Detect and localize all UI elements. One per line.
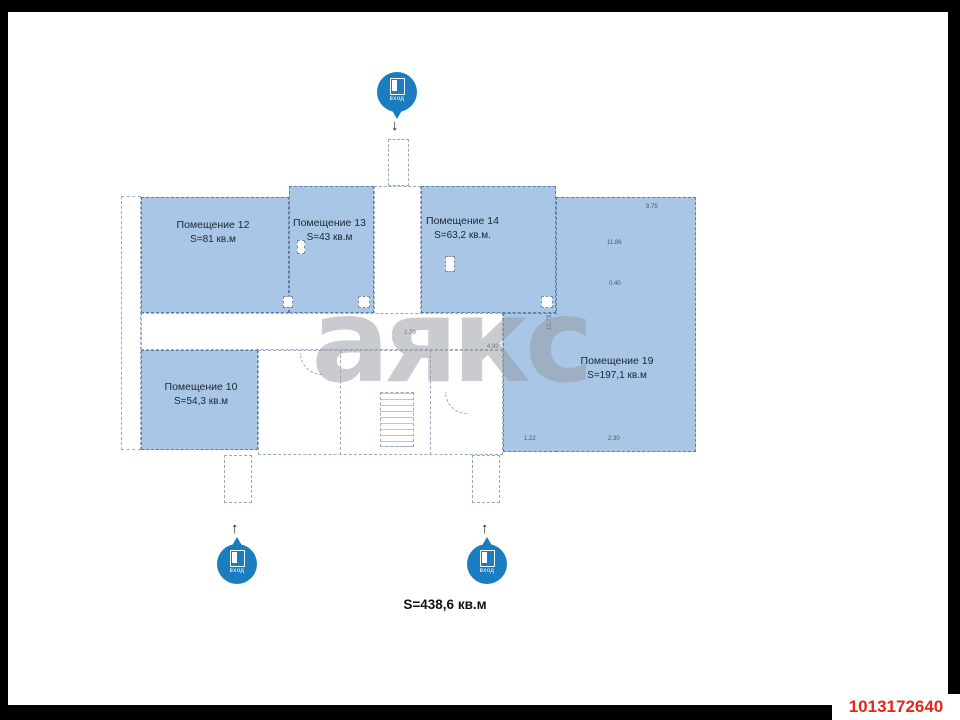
room-10-label: Помещение 10 S=54,3 кв.м (141, 380, 261, 410)
room-area: S=54,3 кв.м (173, 396, 229, 408)
entrance-pin-bottom-left: вход (217, 537, 257, 584)
room-name: Помещение 12 (176, 219, 250, 231)
door-leaf (231, 552, 237, 563)
room-area: S=63,2 кв.м. (434, 230, 491, 242)
room-13-label: Помещение 13 S=43 кв.м (272, 216, 387, 246)
arrow-up-icon: ↑ (481, 520, 489, 537)
room-19-label: Помещение 19 S=197,1 кв.м (557, 354, 677, 384)
room-name: Помещение 14 (426, 215, 499, 227)
room-name: Помещение 10 (164, 381, 238, 393)
door-leaf (481, 552, 487, 563)
door-icon (479, 550, 495, 567)
column-marker (541, 296, 553, 308)
room-12-area (141, 197, 289, 313)
entrance-pin-top: вход (377, 72, 417, 119)
room-14-label: Помещение 14 S=63,2 кв.м. (405, 214, 520, 244)
dimension-label: 1.22 (524, 436, 536, 442)
room-area: S=81 кв.м (190, 234, 236, 246)
room-area: S=43 кв.м (306, 232, 353, 244)
room-19-area-main (556, 197, 696, 452)
door-icon (229, 550, 245, 567)
dimension-label: 11.86 (607, 240, 622, 246)
wall-line (340, 350, 341, 455)
corridor-horizontal (141, 313, 503, 350)
entrance-stub-bottom-right (472, 455, 500, 503)
door-icon (389, 78, 405, 95)
room-19-area-extension (503, 313, 557, 452)
entrance-label: вход (229, 568, 245, 574)
dimension-label: 2.70 (404, 330, 416, 336)
column-marker (358, 296, 370, 308)
room-area: S=197,1 кв.м (587, 370, 647, 382)
listing-id: 1013172640 (832, 694, 960, 720)
dimension-label: 2.30 (608, 436, 620, 442)
entrance-label: вход (479, 568, 495, 574)
wall-line (430, 350, 431, 455)
stairwell (380, 392, 414, 447)
room-10-area (141, 350, 258, 450)
arrow-up-icon: ↑ (231, 520, 239, 537)
entrance-stub-bottom-left (224, 455, 252, 503)
arrow-down-icon: ↓ (391, 117, 399, 134)
room-14-area (421, 186, 556, 313)
column-marker (297, 240, 305, 254)
door-leaf (391, 80, 397, 91)
total-area-label: S=438,6 кв.м (403, 597, 487, 612)
column-marker (445, 256, 455, 272)
dimension-label: 4.90 (487, 344, 499, 350)
corridor-left-strip (121, 196, 141, 450)
room-name: Помещение 13 (293, 217, 366, 229)
entrance-stub-top (388, 139, 409, 186)
dimension-label: 9.75 (646, 204, 658, 210)
room-12-label: Помещение 12 S=81 кв.м (153, 218, 273, 248)
column-marker (283, 296, 293, 308)
entrance-pin-bottom-right: вход (467, 537, 507, 584)
room-name: Помещение 19 (580, 355, 654, 367)
watermark: аякс (311, 274, 593, 409)
dimension-label: 0.40 (609, 281, 621, 287)
entrance-label: вход (389, 96, 405, 102)
